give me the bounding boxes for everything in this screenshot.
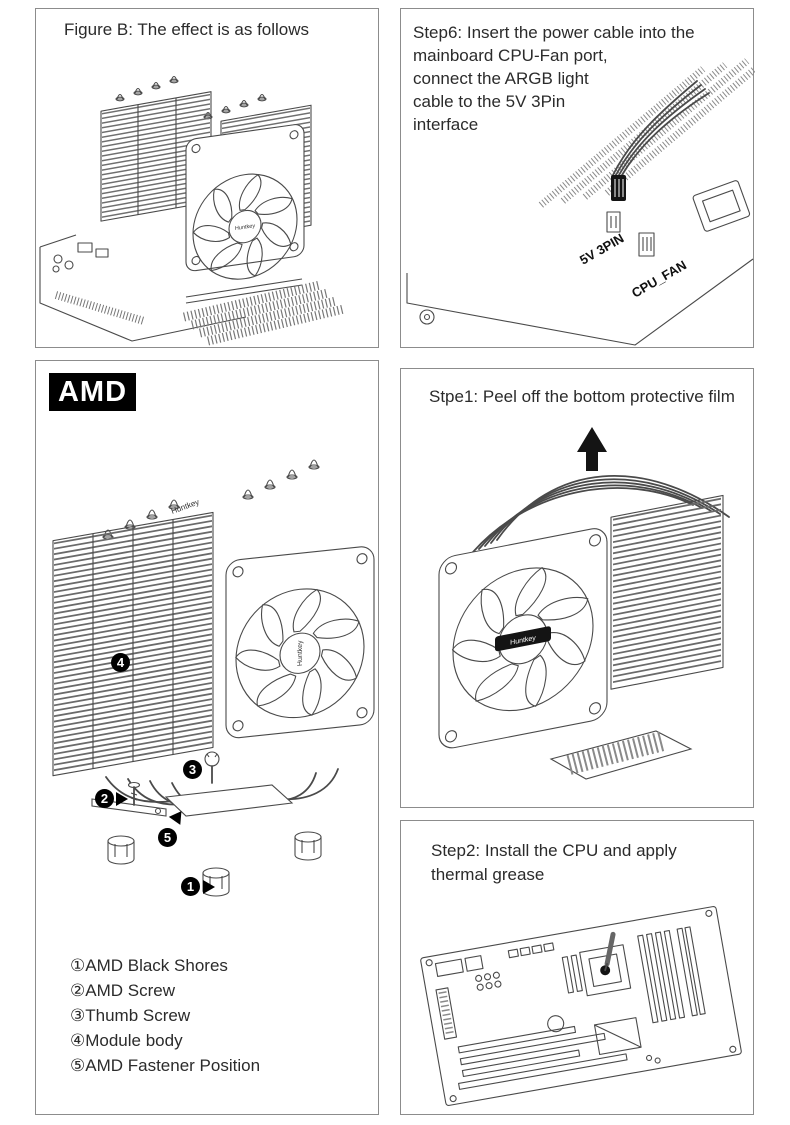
heat-pipes: [472, 474, 730, 553]
amd-cooler-exploded-illustration: Huntkey Huntkey: [52, 459, 375, 897]
standoff-cylinder: [107, 835, 135, 865]
callout-3: 3: [183, 760, 202, 779]
ram-modules: [182, 280, 346, 346]
cooler-on-motherboard-illustration: Huntkey: [39, 75, 346, 346]
fan-icon: Huntkey: [185, 124, 305, 280]
ram-slots: [637, 926, 706, 1024]
argb-header: [606, 211, 621, 233]
label-cpu-fan: CPU_FAN: [629, 257, 689, 300]
motherboard-outline: [420, 906, 742, 1106]
callout-4: 4: [111, 653, 130, 672]
cpu-fan-header: [638, 232, 655, 257]
label-5v-3pin: 5V 3PIN: [577, 230, 626, 267]
motherboard-cpu-illustration: [420, 906, 742, 1106]
legend-item: ②AMD Screw: [70, 981, 175, 1000]
callout-2-arrow-icon: [116, 792, 128, 806]
parts-legend: ①AMD Black Shores ②AMD Screw ③Thumb Scre…: [70, 953, 260, 1078]
cooler-base-film: [549, 730, 693, 780]
legend-item: ④Module body: [70, 1031, 183, 1050]
cpu-socket-bracket: [692, 180, 751, 232]
amd-screw: [127, 781, 141, 806]
figure-b-title: Figure B: The effect is as follows: [64, 20, 310, 39]
panel-step6: Step6: Insert the power cable into the m…: [400, 8, 755, 348]
motherboard-outline: [39, 234, 247, 342]
fan-icon: Huntkey: [225, 546, 375, 739]
module-body-fins: [52, 511, 214, 777]
step6-title: Step6: Insert the power cable into the m…: [413, 23, 695, 134]
thumb-screw: [204, 751, 220, 784]
step1-title: Stpe1: Peel off the bottom protective fi…: [429, 387, 735, 406]
argb-connector-wires: [611, 80, 710, 201]
panel-figure-b: Figure B: The effect is as follows: [35, 8, 379, 348]
step2-title: Step2: Install the CPU and apply thermal…: [431, 841, 677, 884]
fan-hub-brand: Huntkey: [235, 223, 255, 232]
base-plate: [164, 784, 294, 817]
io-ports: [434, 958, 464, 977]
motherboard-edge: [406, 258, 754, 346]
peel-film-illustration: Huntkey: [438, 427, 730, 780]
motherboard-connectors-illustration: 5V 3PIN CPU_FAN: [406, 58, 755, 346]
arrow-up-icon: [577, 427, 607, 471]
legend-item: ③Thumb Screw: [70, 1006, 191, 1025]
callout-1: 1: [181, 877, 200, 896]
panel-step2: Step2: Install the CPU and apply thermal…: [400, 820, 754, 1115]
ram-slots: [538, 58, 755, 208]
pcie-slots: [457, 1025, 628, 1090]
heatpipe-caps: [102, 459, 320, 540]
fan-hub-brand: Huntkey: [297, 640, 304, 667]
callout-1-arrow-icon: [203, 880, 215, 894]
fan-icon: Huntkey: [438, 528, 608, 749]
cpu-socket: [579, 931, 632, 997]
callout-5: 5: [158, 828, 177, 847]
legend-item: ①AMD Black Shores: [70, 956, 228, 975]
panel-step1: Stpe1: Peel off the bottom protective fi…: [400, 368, 754, 808]
atx-connector: [435, 987, 458, 1040]
legend-item: ⑤AMD Fastener Position: [70, 1056, 261, 1075]
standoff-cylinder: [294, 831, 322, 861]
heatsink-fins: [610, 494, 724, 690]
panel-amd-installation: AMD Huntkey: [35, 360, 379, 1115]
callout-2: 2: [95, 789, 114, 808]
cmos-battery: [547, 1015, 565, 1033]
amd-badge: AMD: [49, 373, 136, 411]
chipset: [593, 1017, 642, 1056]
grease-applicator: [604, 931, 616, 967]
